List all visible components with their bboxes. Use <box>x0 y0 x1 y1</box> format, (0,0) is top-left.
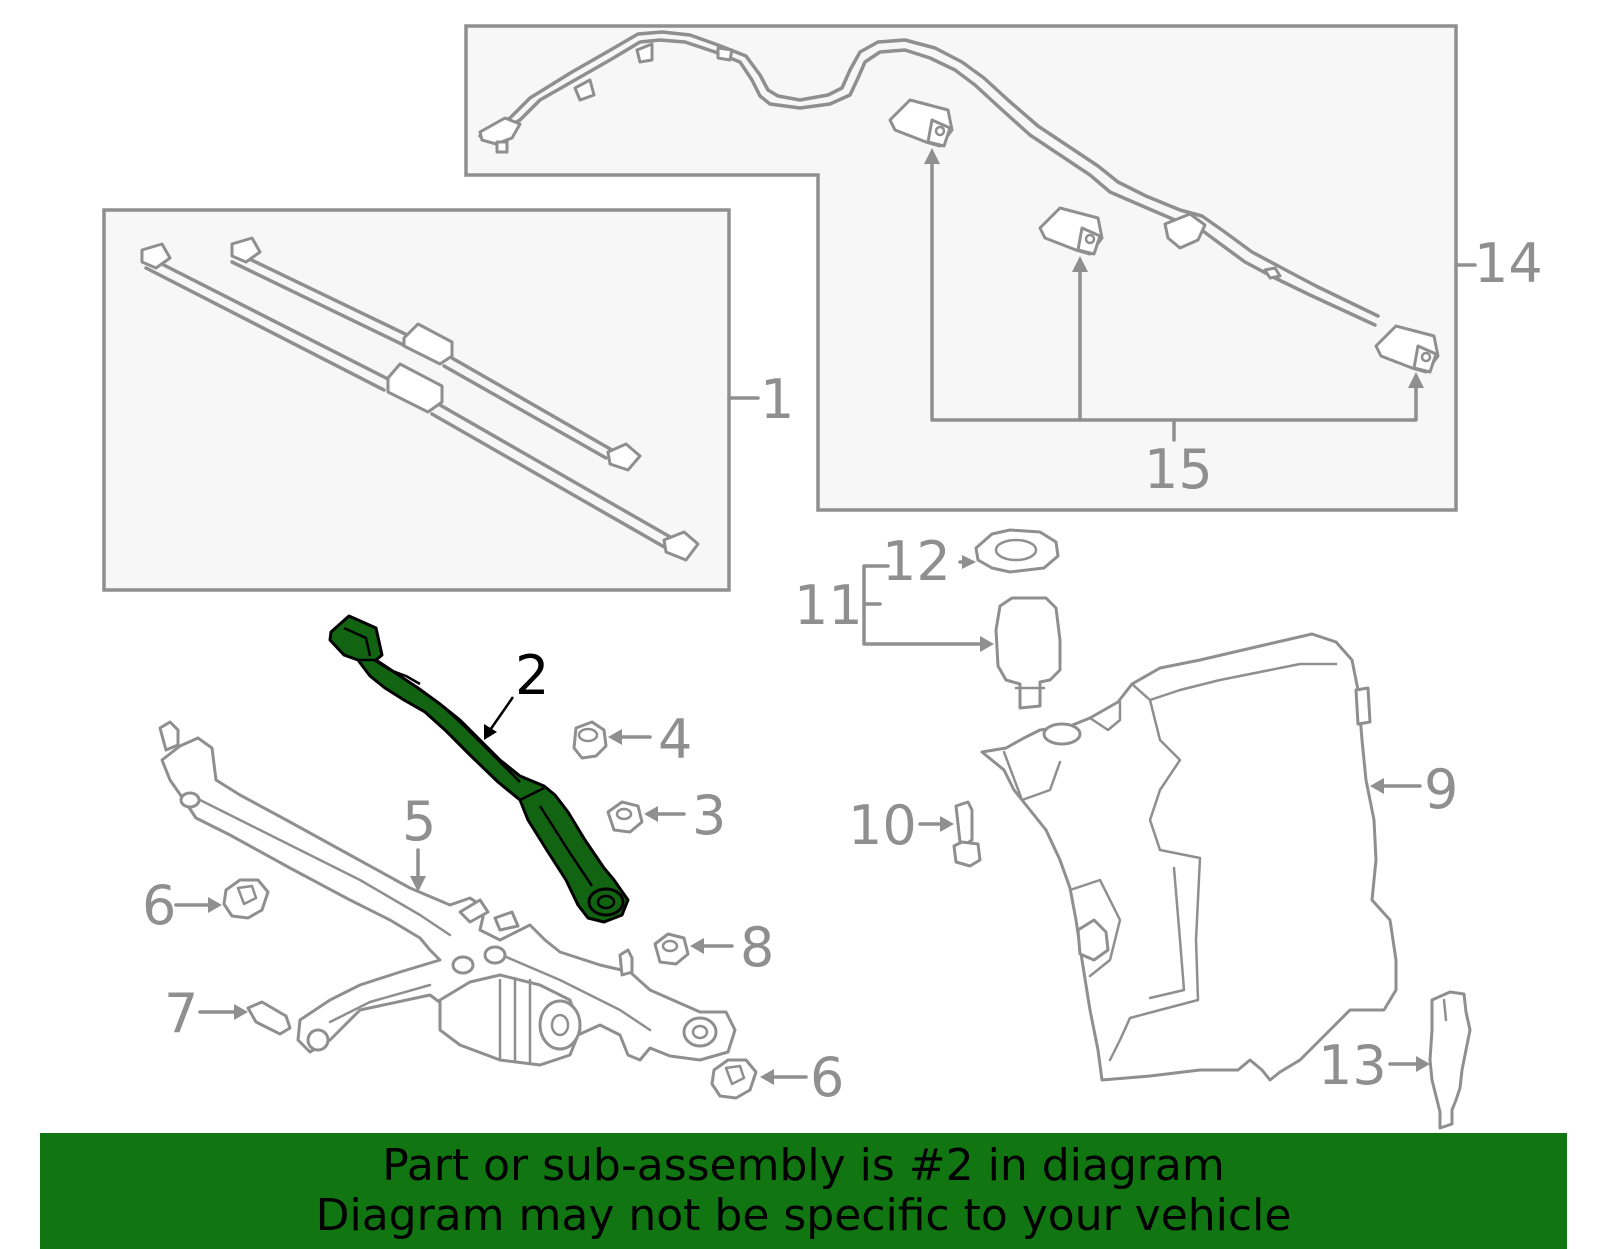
callout-11: 11 <box>794 574 863 637</box>
nut-8 <box>653 932 734 966</box>
callout-4: 4 <box>658 708 692 771</box>
callout-13: 13 <box>1318 1034 1387 1097</box>
washer-nozzle <box>888 98 954 148</box>
nut-4 <box>572 720 652 760</box>
wiper-blade-box <box>102 208 760 592</box>
washer-nozzle <box>1038 206 1104 256</box>
info-banner: Part or sub-assembly is #2 in diagram Di… <box>40 1133 1567 1249</box>
callout-6-right: 6 <box>810 1046 844 1109</box>
callout-12: 12 <box>882 530 951 593</box>
wiper-linkage <box>158 720 737 1067</box>
banner-line-2: Diagram may not be specific to your vehi… <box>315 1190 1292 1241</box>
washer-hose-box <box>464 24 1477 512</box>
callout-6-left: 6 <box>142 874 176 937</box>
wiper-blade <box>140 242 700 562</box>
callout-8: 8 <box>740 916 774 979</box>
callout-5: 5 <box>402 790 436 853</box>
callout-2: 2 <box>515 644 549 707</box>
washer-reservoir <box>980 632 1422 1082</box>
callout-1: 1 <box>760 368 794 431</box>
wiper-blade <box>230 236 642 472</box>
banner-line-1: Part or sub-assembly is #2 in diagram <box>382 1140 1225 1191</box>
grommet-6-left <box>174 878 270 920</box>
callout-9: 9 <box>1424 758 1458 821</box>
wiper-arm-highlighted <box>328 614 630 924</box>
pump-seal <box>958 528 1060 574</box>
level-sensor <box>1388 990 1472 1130</box>
callout-15: 15 <box>1144 438 1213 501</box>
callout-7: 7 <box>164 982 198 1045</box>
bolt-10 <box>918 800 982 868</box>
washer-nozzle <box>1374 324 1440 374</box>
nut-3 <box>606 800 686 834</box>
grommet-6-right <box>710 1058 808 1100</box>
callout-10: 10 <box>848 794 917 857</box>
washer-pump <box>862 564 1062 710</box>
callout-14: 14 <box>1474 232 1543 295</box>
callout-3: 3 <box>692 784 726 847</box>
bolt-7 <box>198 1000 292 1036</box>
